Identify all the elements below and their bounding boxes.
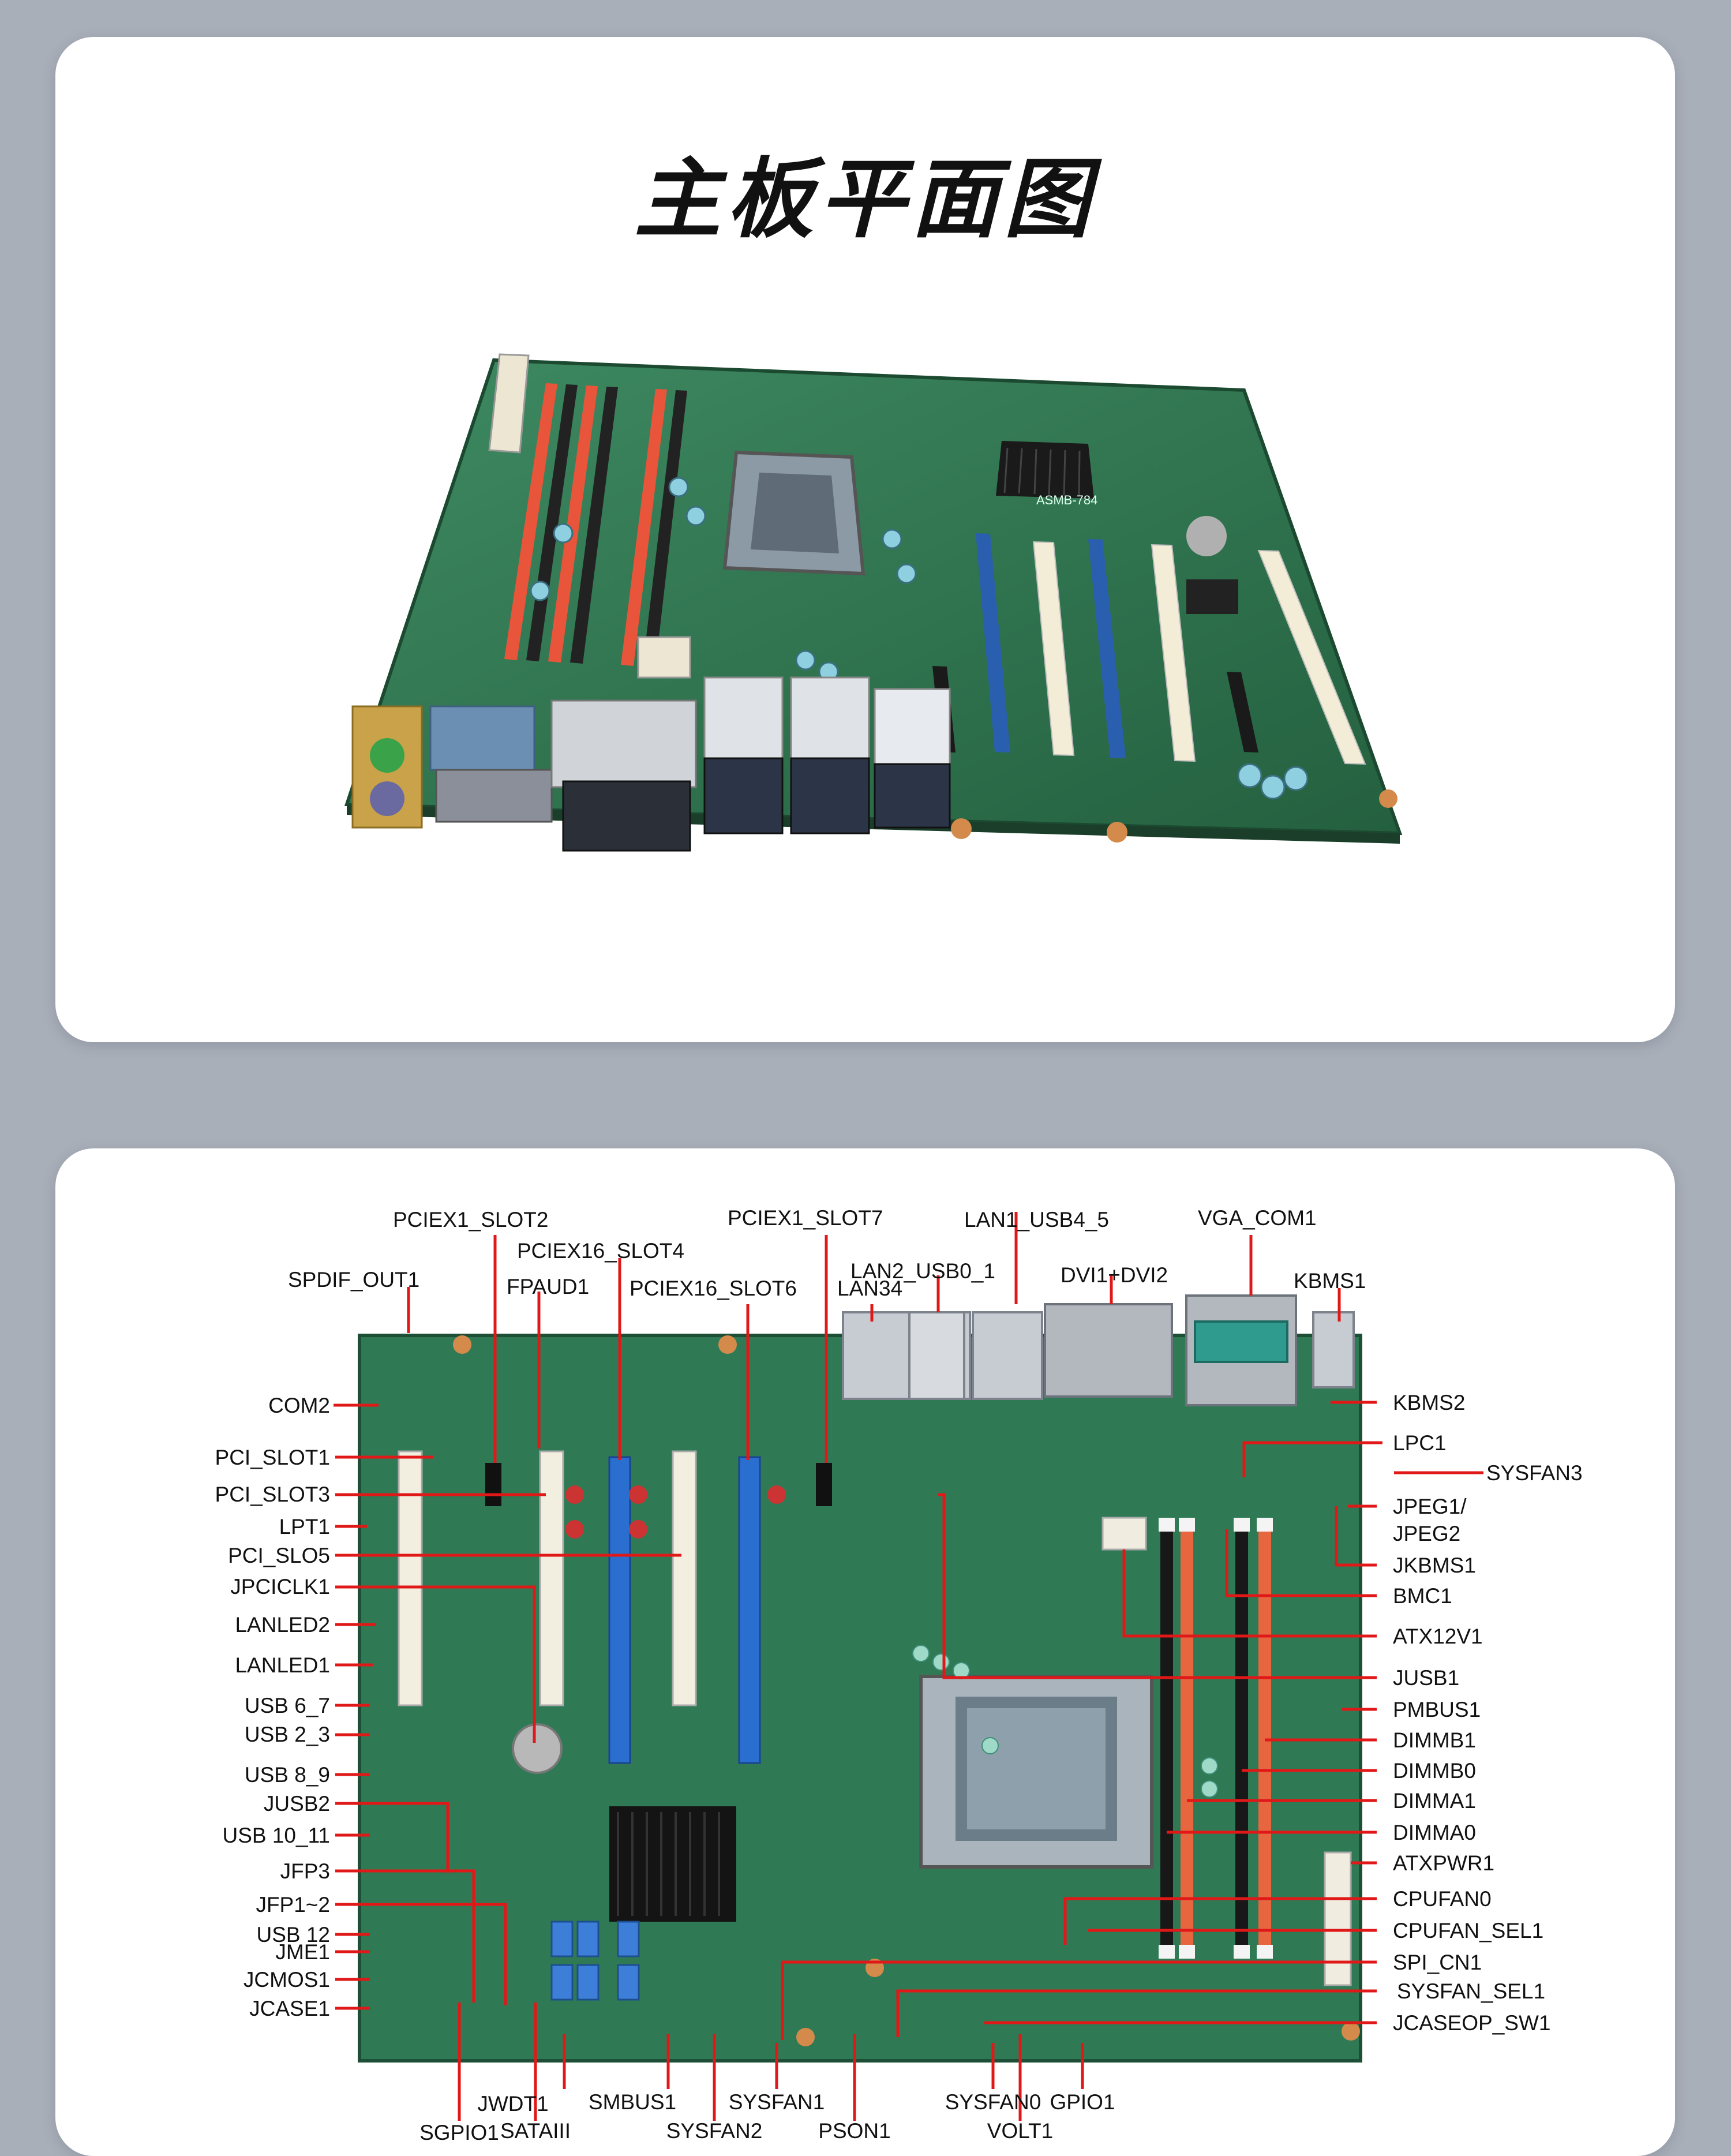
label-jwdt1: JWDT1	[477, 2092, 548, 2116]
motherboard-photo: ASMB-784	[344, 353, 1403, 852]
label-lan1-usb4-5: LAN1_USB4_5	[964, 1208, 1109, 1232]
label-volt1: VOLT1	[987, 2119, 1053, 2143]
label-dimma1: DIMMA1	[1393, 1789, 1476, 1813]
label-sysfan0: SYSFAN0	[945, 2090, 1041, 2114]
page-title: 主板平面图	[634, 149, 1096, 250]
label-pci-slot1: PCI_SLOT1	[215, 1446, 330, 1469]
expansion-slots	[932, 533, 1366, 765]
label-lanled1: LANLED1	[235, 1653, 330, 1677]
label-sysfan1: SYSFAN1	[729, 2090, 825, 2114]
label-dimmb0: DIMMB0	[1393, 1759, 1476, 1783]
label-jcmos1: JCMOS1	[243, 1968, 330, 1992]
label-jpciclk1: JPCICLK1	[230, 1575, 330, 1599]
label-sysfan3: SYSFAN3	[1486, 1461, 1583, 1485]
layout-diagram: PCIEX1_SLOT2 PCIEX1_SLOT7 LAN1_USB4_5 VG…	[215, 1206, 1583, 2144]
label-sysfan2: SYSFAN2	[666, 2119, 763, 2143]
sata-connectors	[550, 1921, 640, 2001]
label-dvi1-dvi2: DVI1+DVI2	[1061, 1263, 1168, 1287]
label-usb12: USB 12	[256, 1923, 330, 1947]
label-jkbms1: JKBMS1	[1393, 1554, 1476, 1577]
label-dimmb1: DIMMB1	[1393, 1728, 1476, 1752]
label-spdif-out1: SPDIF_OUT1	[288, 1268, 419, 1292]
label-jfp3: JFP3	[280, 1859, 330, 1883]
label-lpt1: LPT1	[279, 1515, 330, 1539]
pcie-x16-slots	[608, 1456, 761, 1764]
label-cpufan0: CPUFAN0	[1393, 1887, 1492, 1911]
pcb-board	[358, 1334, 1362, 2063]
label-usb6-7: USB 6_7	[245, 1694, 330, 1717]
label-jusb1: JUSB1	[1393, 1666, 1459, 1690]
label-jcase1: JCASE1	[249, 1997, 330, 2020]
label-pmbus1: PMBUS1	[1393, 1698, 1481, 1721]
dimm-slots	[1159, 1518, 1273, 1959]
label-cpufan-sel1: CPUFAN_SEL1	[1393, 1919, 1543, 1942]
heatsink	[609, 1806, 736, 1922]
label-usb2-3: USB 2_3	[245, 1723, 330, 1746]
label-pson1: PSON1	[818, 2119, 890, 2143]
label-pciex1-slot2: PCIEX1_SLOT2	[393, 1208, 548, 1232]
label-jusb2: JUSB2	[264, 1792, 330, 1816]
layout-diagram-card: PCIEX1_SLOT2 PCIEX1_SLOT7 LAN1_USB4_5 VG…	[55, 1148, 1675, 2156]
pcie-x1-slots	[485, 1463, 832, 1506]
label-lpc1: LPC1	[1393, 1431, 1447, 1455]
leader-lines	[334, 1212, 1483, 2121]
label-bmc1: BMC1	[1393, 1584, 1452, 1608]
cmos-battery	[512, 1723, 563, 1774]
label-spi-cn1: SPI_CN1	[1393, 1951, 1482, 1974]
label-dimma0: DIMMA0	[1393, 1821, 1476, 1844]
label-atxpwr1: ATXPWR1	[1393, 1851, 1494, 1875]
label-jcaseop-sw1: JCASEOP_SW1	[1393, 2011, 1550, 2035]
label-kbms1: KBMS1	[1294, 1269, 1366, 1293]
label-smbus1: SMBUS1	[589, 2090, 676, 2114]
atx-power	[1324, 1851, 1352, 1986]
label-usb8-9: USB 8_9	[245, 1763, 330, 1787]
label-jpeg2: JPEG2	[1393, 1522, 1460, 1545]
label-jme1: JME1	[275, 1940, 330, 1964]
label-pci-slot3: PCI_SLOT3	[215, 1483, 330, 1506]
rear-io	[351, 676, 951, 852]
label-kbms2: KBMS2	[1393, 1391, 1465, 1414]
label-lan2-usb0-1: LAN2_USB0_1	[850, 1259, 995, 1283]
rear-io-ports	[842, 1294, 1355, 1406]
atx12v-connector	[1101, 1517, 1147, 1551]
label-fpaud1: FPAUD1	[507, 1275, 589, 1298]
label-pci-slo5: PCI_SLO5	[228, 1544, 330, 1567]
photo-card: 主板平面图	[55, 37, 1675, 1042]
label-jfp1-2: JFP1~2	[256, 1893, 330, 1917]
label-vga-com1: VGA_COM1	[1198, 1206, 1317, 1230]
board-model-text: ASMB-784	[1036, 493, 1097, 507]
label-pciex16-slot6: PCIEX16_SLOT6	[630, 1277, 797, 1300]
cpu-socket	[919, 1675, 1153, 1869]
label-lanled2: LANLED2	[235, 1613, 330, 1637]
component-labels: PCIEX1_SLOT2 PCIEX1_SLOT7 LAN1_USB4_5 VG…	[215, 1206, 1583, 2144]
label-usb10-11: USB 10_11	[223, 1824, 331, 1847]
label-sysfan-sel1: SYSFAN_SEL1	[1397, 1979, 1545, 2003]
label-jpeg1: JPEG1/	[1393, 1495, 1467, 1518]
label-gpio1: GPIO1	[1050, 2090, 1115, 2114]
label-com2: COM2	[268, 1394, 330, 1417]
atx-power-connector	[488, 353, 530, 454]
label-atx12v1: ATX12V1	[1393, 1625, 1483, 1648]
label-pciex16-slot4: PCIEX16_SLOT4	[517, 1239, 684, 1263]
label-pciex1-slot7: PCIEX1_SLOT7	[728, 1206, 883, 1230]
label-sgpio1: SGPIO1	[419, 2121, 499, 2144]
label-lan34: LAN34	[837, 1277, 902, 1300]
label-sataiii: SATAIII	[500, 2119, 571, 2143]
